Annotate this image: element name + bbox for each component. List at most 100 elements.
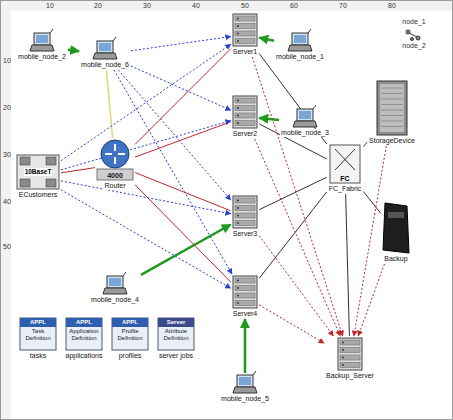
wired-link — [135, 122, 231, 157]
node-label: mobile_node_2 — [17, 53, 67, 61]
node-label: StorageDevice — [368, 137, 416, 145]
ruler-number: 50 — [3, 243, 11, 251]
node-label: FC_Fabric — [328, 185, 363, 193]
node-label: ECustomers — [18, 191, 59, 199]
node-label: mobile_node_5 — [220, 395, 270, 403]
wireless-link — [141, 225, 231, 275]
fc-node: FCFC_Fabric — [328, 144, 363, 193]
storage-icon — [376, 80, 408, 136]
server-symbol — [232, 95, 258, 129]
icon-subtitle: Task Definition — [20, 328, 56, 341]
node-label: mobile_node_1 — [275, 53, 325, 61]
ruler-number: 40 — [3, 198, 11, 206]
laptop-node: mobile_node_1 — [275, 32, 325, 61]
laptop-icon — [287, 32, 313, 52]
laptop-icon — [29, 32, 55, 52]
ruler-number: 50 — [241, 2, 249, 10]
ruler-number: 40 — [192, 2, 200, 10]
ruler-number: 30 — [3, 151, 11, 159]
laptop-symbol — [102, 275, 128, 295]
laptop-node: mobile_node_2 — [17, 32, 67, 61]
wired-link — [135, 173, 231, 211]
srvdef-node: ServerAttribute Definitionserver jobs — [157, 317, 195, 360]
server-symbol — [232, 13, 258, 47]
laptop-icon — [102, 275, 128, 295]
laptop-symbol — [92, 40, 118, 60]
node-label: Backup — [383, 255, 408, 263]
traffic-flow — [61, 190, 231, 288]
server-icon — [232, 95, 258, 129]
laptop-node: mobile_node_3 — [280, 108, 330, 137]
traffic-flow — [61, 44, 231, 160]
hub-node: 10BaseTECustomers — [16, 154, 60, 199]
server-icon — [337, 337, 363, 371]
traffic-flow — [61, 181, 231, 214]
appl-icon: APPLProfile Definition — [111, 317, 149, 351]
node-label: Server4 — [232, 310, 259, 318]
icon-subtitle: Attribute Definition — [158, 328, 194, 341]
traffic-flow — [131, 66, 231, 110]
server-symbol — [337, 337, 363, 371]
icon-subtitle: Profile Definition — [112, 328, 148, 341]
server-node: Server1 — [232, 13, 259, 56]
backup-symbol — [382, 202, 410, 254]
server-symbol — [232, 275, 258, 309]
icon-caption: APPL — [76, 318, 92, 327]
icon-caption: FC — [340, 173, 349, 184]
server-icon — [232, 195, 258, 229]
wired-link — [259, 192, 326, 278]
hub-icon: 10BaseT — [16, 154, 60, 190]
wired-link — [346, 194, 350, 336]
node-label: mobile_node_6 — [80, 61, 130, 69]
icon-subtitle: Application Definition — [66, 328, 102, 341]
laptop-symbol — [232, 374, 258, 394]
laptop-node: mobile_node_6 — [80, 40, 130, 69]
wired-link — [135, 185, 231, 282]
node-label: applications — [65, 352, 104, 360]
laptop-node: mobile_node_5 — [220, 374, 270, 403]
node-label: mobile_node_4 — [90, 296, 140, 304]
icon-caption: Server — [167, 318, 186, 327]
node-label: mobile_node_3 — [280, 129, 330, 137]
node-label: Server2 — [232, 130, 259, 138]
router-node: 4000Router — [96, 139, 134, 190]
appl-icon: APPLApplication Definition — [65, 317, 103, 351]
ruler-number: 20 — [3, 104, 11, 112]
server-icon — [232, 13, 258, 47]
node-label: server jobs — [158, 352, 194, 360]
traffic-flow — [252, 57, 342, 336]
traffic-flow — [259, 305, 324, 343]
left-ruler — [1, 1, 11, 419]
laptop-symbol — [292, 108, 318, 128]
storage-symbol — [376, 80, 408, 136]
node-label: Server3 — [232, 230, 259, 238]
traffic-flow — [259, 236, 333, 336]
router-icon: 4000 — [96, 139, 134, 181]
ruler-number: 70 — [339, 2, 347, 10]
laptop-icon — [292, 108, 318, 128]
srvdef-icon: ServerAttribute Definition — [157, 317, 195, 351]
laptop-icon — [232, 374, 258, 394]
wired-link — [135, 49, 231, 145]
top-ruler — [1, 1, 452, 11]
node-label: node_2 — [402, 42, 425, 50]
traffic-flow — [131, 37, 231, 51]
node-label: node_1 — [402, 18, 425, 26]
node-label: Backup_Server — [325, 372, 375, 380]
ruler-number: 80 — [388, 2, 396, 10]
icon-caption: APPL — [122, 318, 138, 327]
appl-node: APPLApplication Definitionapplications — [65, 317, 104, 360]
backup-icon — [382, 202, 410, 254]
traffic-flow — [118, 70, 230, 200]
appl-icon: APPLTask Definition — [19, 317, 57, 351]
fc-icon: FC — [329, 144, 361, 184]
backup-node: Backup — [382, 202, 410, 263]
appl-node: APPLProfile Definitionprofiles — [111, 317, 149, 360]
icon-caption: APPL — [30, 318, 46, 327]
traffic-flow — [61, 121, 231, 170]
wireless-link — [259, 38, 274, 41]
node-label: profiles — [118, 352, 143, 360]
ruler-number: 30 — [143, 2, 151, 10]
laptop-icon — [92, 40, 118, 60]
